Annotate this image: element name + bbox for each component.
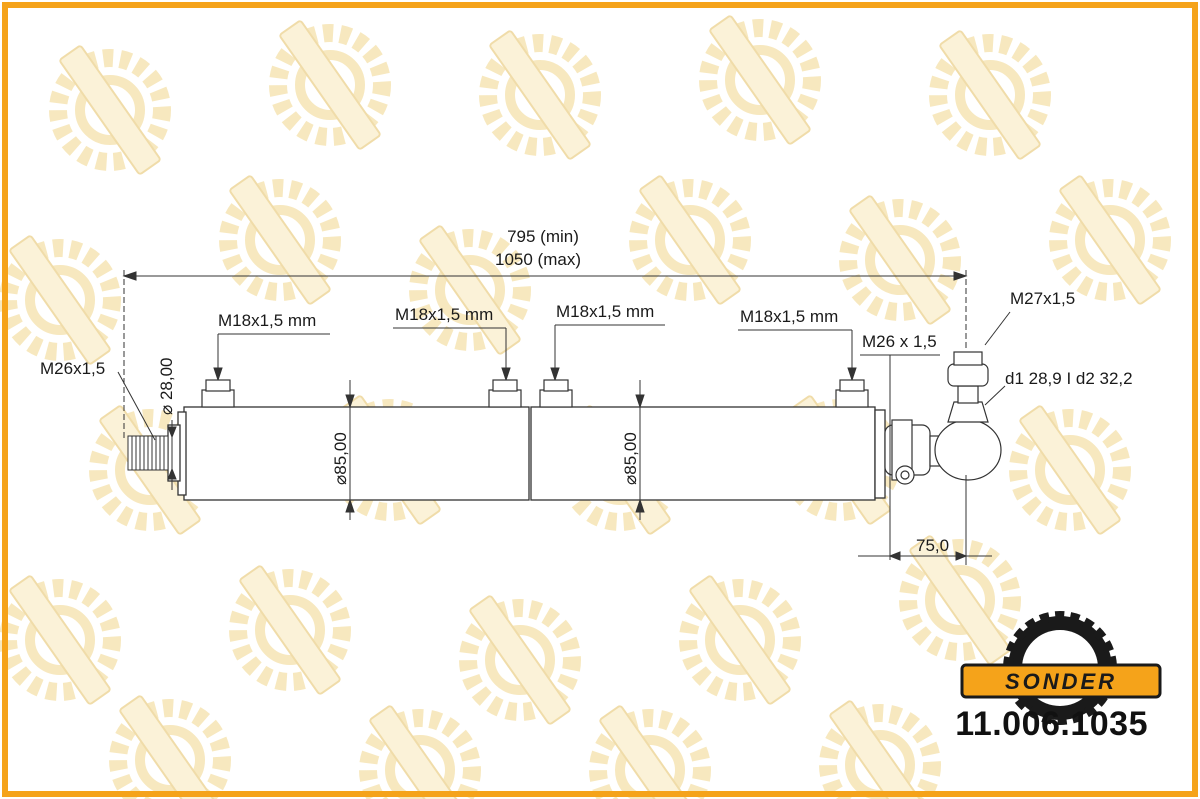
part-number: 11.006.1035: [955, 705, 1148, 743]
taper-label: d1 28,9 I d2 32,2: [1005, 369, 1133, 388]
offset-label: 75,0: [916, 536, 949, 555]
left-thread-label: M26x1,5: [40, 359, 105, 378]
brand-name: SONDER: [1005, 669, 1117, 694]
cylinder-ports: [201, 379, 869, 408]
cylinder-diameter-1-label: ⌀85,00: [331, 432, 350, 485]
port-label-1: M18x1,5 mm: [218, 311, 316, 330]
port-leaders: [213, 324, 857, 382]
right-thread-label: M26 x 1,5: [862, 332, 937, 351]
cylinder-diameter-dims: [345, 380, 645, 520]
dimension-max-label: 1050 (max): [495, 250, 581, 269]
sonder-logo: SONDER: [960, 611, 1162, 725]
ball-thread-label: M27x1,5: [1010, 289, 1075, 308]
port-label-4: M18x1,5 mm: [740, 307, 838, 326]
port-label-3: M18x1,5 mm: [556, 302, 654, 321]
rod-diameter-dim: [167, 420, 177, 490]
port-label-2: M18x1,5 mm: [395, 305, 493, 324]
right-end-assembly: [884, 351, 1002, 485]
dimension-min-label: 795 (min): [507, 227, 579, 246]
cylinder-body: [167, 406, 886, 501]
left-thread: [117, 371, 169, 471]
overall-dimension: [122, 270, 968, 440]
cylinder-diameter-2-label: ⌀85,00: [621, 432, 640, 485]
rod-diameter-label: ⌀ 28,00: [157, 358, 176, 416]
right-end-leaders: [858, 311, 1011, 565]
